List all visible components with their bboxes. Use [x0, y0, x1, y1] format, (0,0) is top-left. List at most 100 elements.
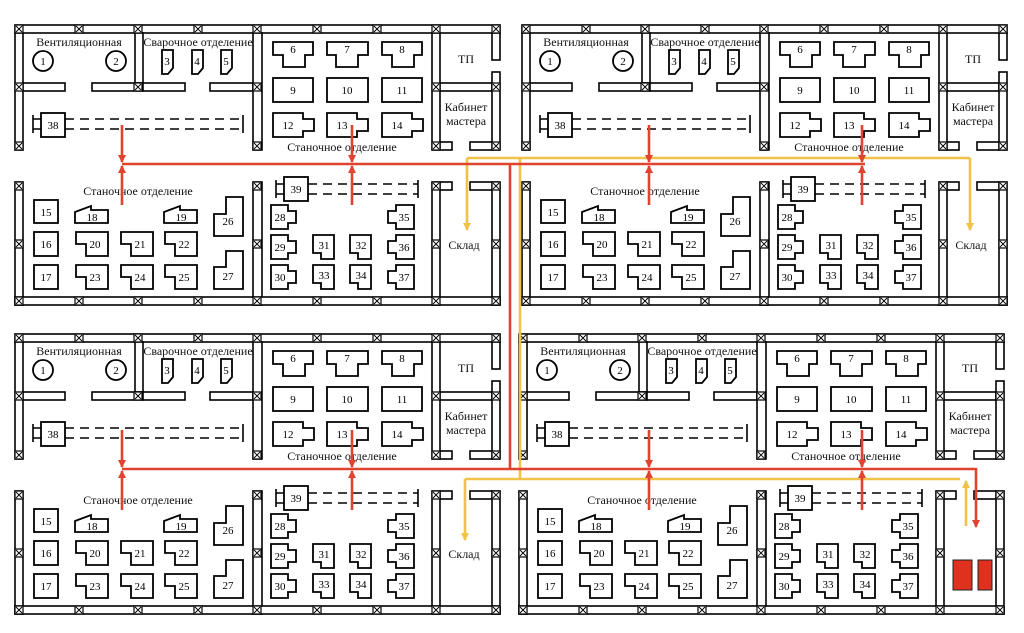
machine-9: 9 [272, 386, 314, 412]
svg-text:34: 34 [860, 579, 872, 591]
column-marker [935, 490, 945, 500]
column-marker [756, 391, 766, 401]
svg-text:11: 11 [904, 85, 915, 97]
substation-label: ТП [965, 52, 981, 66]
machine-32: 32 [349, 234, 372, 260]
column-marker [521, 239, 531, 249]
machine-6: 6 [272, 350, 314, 377]
master-office-label: мастера [446, 423, 487, 437]
svg-text:20: 20 [90, 548, 102, 560]
svg-text:27: 27 [730, 271, 742, 283]
machining-room-label-upper: Станочное отделение [287, 449, 396, 463]
machine-16: 16 [33, 540, 59, 566]
svg-text:15: 15 [41, 207, 53, 219]
machine-26: 26 [213, 196, 244, 237]
machine-18: 18 [74, 513, 109, 533]
machine-15: 15 [33, 508, 59, 533]
machine-6: 6 [779, 41, 821, 68]
svg-text:8: 8 [903, 353, 909, 365]
svg-text:39: 39 [291, 184, 303, 196]
crane-38: 38 [32, 421, 244, 447]
machine-10: 10 [830, 386, 873, 412]
column-marker [819, 296, 829, 306]
column-marker [312, 296, 322, 306]
svg-text:10: 10 [849, 85, 861, 97]
svg-text:20: 20 [597, 239, 609, 251]
column-marker [14, 450, 24, 460]
column-marker [14, 296, 24, 306]
svg-text:23: 23 [90, 272, 102, 284]
column-marker [697, 605, 707, 615]
svg-text:26: 26 [727, 525, 739, 537]
svg-text:38: 38 [555, 120, 567, 132]
column-marker [14, 82, 24, 92]
machine-22: 22 [671, 231, 705, 257]
column-marker [491, 450, 501, 460]
column-marker [521, 24, 531, 34]
column-marker [637, 333, 647, 343]
svg-text:2: 2 [620, 56, 626, 68]
column-marker [431, 490, 441, 500]
svg-text:31: 31 [319, 549, 330, 561]
welding-station-5: 5 [727, 49, 740, 75]
column-marker [756, 490, 766, 500]
column-marker [431, 605, 441, 615]
column-marker [879, 24, 889, 34]
svg-text:16: 16 [41, 548, 53, 560]
svg-text:20: 20 [90, 239, 102, 251]
column-marker [431, 548, 441, 558]
column-marker [995, 333, 1005, 343]
column-marker [995, 450, 1005, 460]
svg-text:33: 33 [826, 270, 838, 282]
svg-text:37: 37 [903, 581, 915, 593]
svg-text:19: 19 [683, 212, 695, 224]
column-marker [431, 333, 441, 343]
machine-13: 13 [830, 421, 873, 447]
svg-text:28: 28 [275, 521, 287, 533]
crane-38: 38 [32, 112, 244, 138]
svg-text:12: 12 [787, 429, 798, 441]
column-marker [816, 333, 826, 343]
svg-text:16: 16 [41, 239, 53, 251]
column-marker [521, 82, 531, 92]
svg-text:33: 33 [823, 579, 835, 591]
svg-text:7: 7 [851, 44, 857, 56]
machine-36: 36 [387, 543, 415, 569]
svg-text:29: 29 [275, 242, 287, 254]
column-markers [518, 333, 1005, 615]
machine-14: 14 [888, 112, 931, 138]
column-marker [521, 296, 531, 306]
column-marker [998, 82, 1008, 92]
column-marker [998, 181, 1008, 191]
workshop-block-1: Вентиляционная Сварочное отделение Стано… [14, 24, 501, 306]
svg-text:18: 18 [591, 521, 603, 533]
machine-17: 17 [537, 573, 563, 599]
column-marker [518, 490, 528, 500]
welding-station-3: 3 [665, 358, 678, 384]
svg-text:26: 26 [223, 216, 235, 228]
master-office-label: мастера [446, 114, 487, 128]
machine-20: 20 [75, 231, 109, 257]
svg-text:15: 15 [545, 516, 557, 528]
svg-text:6: 6 [290, 353, 296, 365]
column-marker [521, 141, 531, 151]
svg-text:8: 8 [906, 44, 912, 56]
svg-text:9: 9 [290, 85, 296, 97]
fan-1: 1 [32, 50, 54, 72]
machine-33: 33 [312, 264, 335, 290]
machine-20: 20 [75, 540, 109, 566]
column-marker [372, 333, 382, 343]
column-marker [938, 239, 948, 249]
column-marker [431, 450, 441, 460]
column-markers [14, 24, 501, 306]
column-marker [491, 181, 501, 191]
machining-room-label-lower: Станочное отделение [83, 493, 192, 507]
machine-28: 28 [774, 513, 801, 539]
blocks-layer: Вентиляционная Сварочное отделение Стано… [14, 24, 1008, 615]
target-unit [952, 559, 973, 591]
svg-text:10: 10 [846, 394, 858, 406]
svg-text:32: 32 [356, 240, 367, 252]
machine-14: 14 [381, 421, 424, 447]
ventilation-room-label: Вентиляционная [36, 35, 122, 49]
